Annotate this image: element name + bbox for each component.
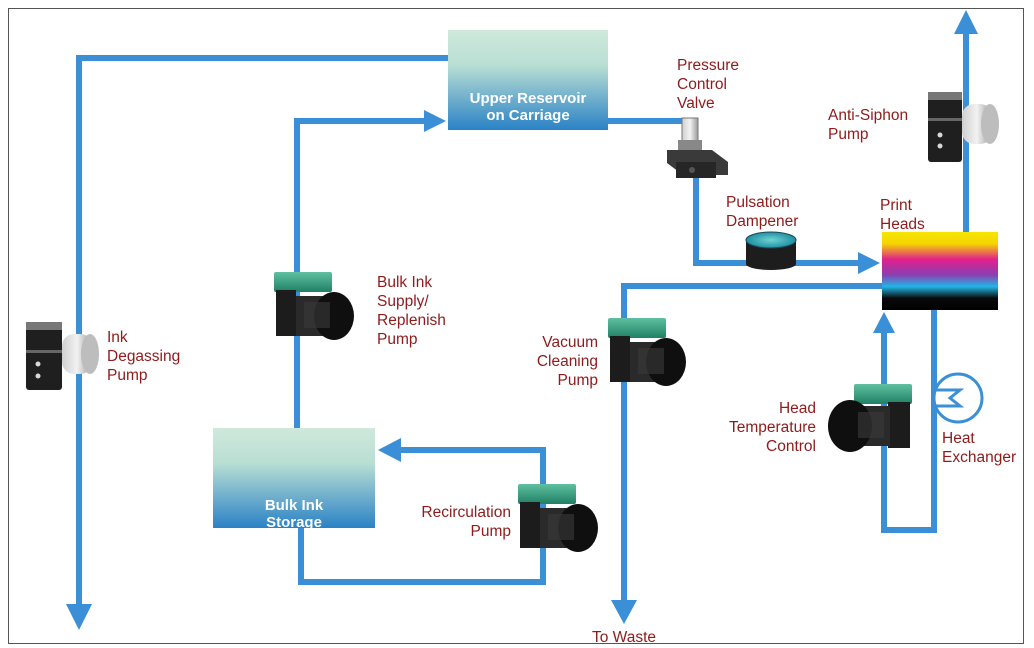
recirculation-pump-label-1: Recirculation xyxy=(421,504,511,521)
bulk-ink-supply-pump-label-2: Supply/ xyxy=(377,293,429,310)
anti-siphon-pump-label-2: Pump xyxy=(828,126,869,143)
vacuum-cleaning-pump-label-1: Vacuum xyxy=(542,334,598,351)
bulk-ink-supply-pump-label-1: Bulk Ink xyxy=(377,274,432,291)
recirculation-pump-label-2: Pump xyxy=(471,523,512,540)
heat-exchanger-label-1: Heat xyxy=(942,430,975,447)
pipe-degassing-line xyxy=(76,55,448,605)
degassing-pump-icon xyxy=(26,322,99,390)
pressure-valve-icon xyxy=(667,117,728,178)
pulsation-dampener-icon xyxy=(745,231,797,270)
pressure-control-valve-label-1: Pressure xyxy=(677,57,739,74)
arrow-to-storage xyxy=(378,438,401,462)
bulk-ink-supply-pump-label: Bulk Ink Supply/ Replenish Pump xyxy=(377,274,446,348)
heat-exchanger-icon xyxy=(932,372,984,424)
pressure-control-valve-label-3: Valve xyxy=(677,95,715,112)
pressure-control-valve-label-2: Control xyxy=(677,76,727,93)
upper-reservoir-label-2: on Carriage xyxy=(486,107,569,124)
ink-degassing-pump-label-2: Degassing xyxy=(107,348,180,365)
arrow-to-waste xyxy=(611,600,637,624)
arrow-degassing-out xyxy=(66,604,92,630)
bulk-ink-supply-pump-icon xyxy=(274,272,354,340)
head-temperature-control-label: Head Temperature Control xyxy=(729,400,816,455)
bulk-ink-storage: Bulk Ink Storage xyxy=(213,428,375,531)
pulsation-dampener-label: Pulsation Dampener xyxy=(726,194,798,230)
arrow-to-reservoir xyxy=(424,110,446,132)
arrow-anti-siphon-out xyxy=(954,10,978,34)
head-temperature-control-label-3: Control xyxy=(766,438,816,455)
upper-reservoir: Upper Reservoir on Carriage xyxy=(448,30,608,130)
bulk-ink-supply-pump-label-3: Replenish xyxy=(377,312,446,329)
pipe-reservoir-to-valve xyxy=(608,118,691,145)
ink-degassing-pump-label-3: Pump xyxy=(107,367,148,384)
recirculation-pump-icon xyxy=(518,484,598,552)
upper-reservoir-label-1: Upper Reservoir xyxy=(470,90,587,107)
pipe-recirculation xyxy=(298,447,546,585)
ink-degassing-pump-label: Ink Degassing Pump xyxy=(107,329,180,384)
pipe-valve-to-heads xyxy=(693,175,862,266)
anti-siphon-pump-label-1: Anti-Siphon xyxy=(828,107,908,124)
flow-arrows xyxy=(66,10,978,630)
pulsation-dampener-label-1: Pulsation xyxy=(726,194,790,211)
bulk-ink-storage-label-2: Storage xyxy=(266,514,322,531)
arrow-to-heads xyxy=(858,252,880,274)
anti-siphon-pump-icon xyxy=(928,92,999,162)
vacuum-cleaning-pump-label-3: Pump xyxy=(558,372,599,389)
arrow-heat-to-heads xyxy=(873,312,895,333)
recirculation-pump-label: Recirculation Pump xyxy=(421,504,511,540)
pressure-control-valve-label: Pressure Control Valve xyxy=(677,57,739,112)
ink-degassing-pump-label-1: Ink xyxy=(107,329,128,346)
head-temperature-control-label-1: Head xyxy=(779,400,816,417)
pulsation-dampener-label-2: Dampener xyxy=(726,213,798,230)
to-waste-label: To Waste xyxy=(592,629,656,646)
pipe-vacuum-line xyxy=(621,283,882,602)
anti-siphon-pump-label: Anti-Siphon Pump xyxy=(828,107,908,143)
print-heads-label-2: Heads xyxy=(880,216,925,233)
vacuum-cleaning-pump-label: Vacuum Cleaning Pump xyxy=(537,334,598,389)
print-heads xyxy=(882,232,998,310)
heat-exchanger-label: Heat Exchanger xyxy=(942,430,1016,466)
print-heads-label-1: Print xyxy=(880,197,913,214)
head-temperature-pump-icon xyxy=(828,384,912,452)
print-heads-label: Print Heads xyxy=(880,197,925,233)
vacuum-cleaning-pump-icon xyxy=(608,318,686,386)
bulk-ink-supply-pump-label-4: Pump xyxy=(377,331,418,348)
vacuum-cleaning-pump-label-2: Cleaning xyxy=(537,353,598,370)
bulk-ink-storage-label-1: Bulk Ink xyxy=(265,497,324,514)
head-temperature-control-label-2: Temperature xyxy=(729,419,816,436)
heat-exchanger-label-2: Exchanger xyxy=(942,449,1016,466)
